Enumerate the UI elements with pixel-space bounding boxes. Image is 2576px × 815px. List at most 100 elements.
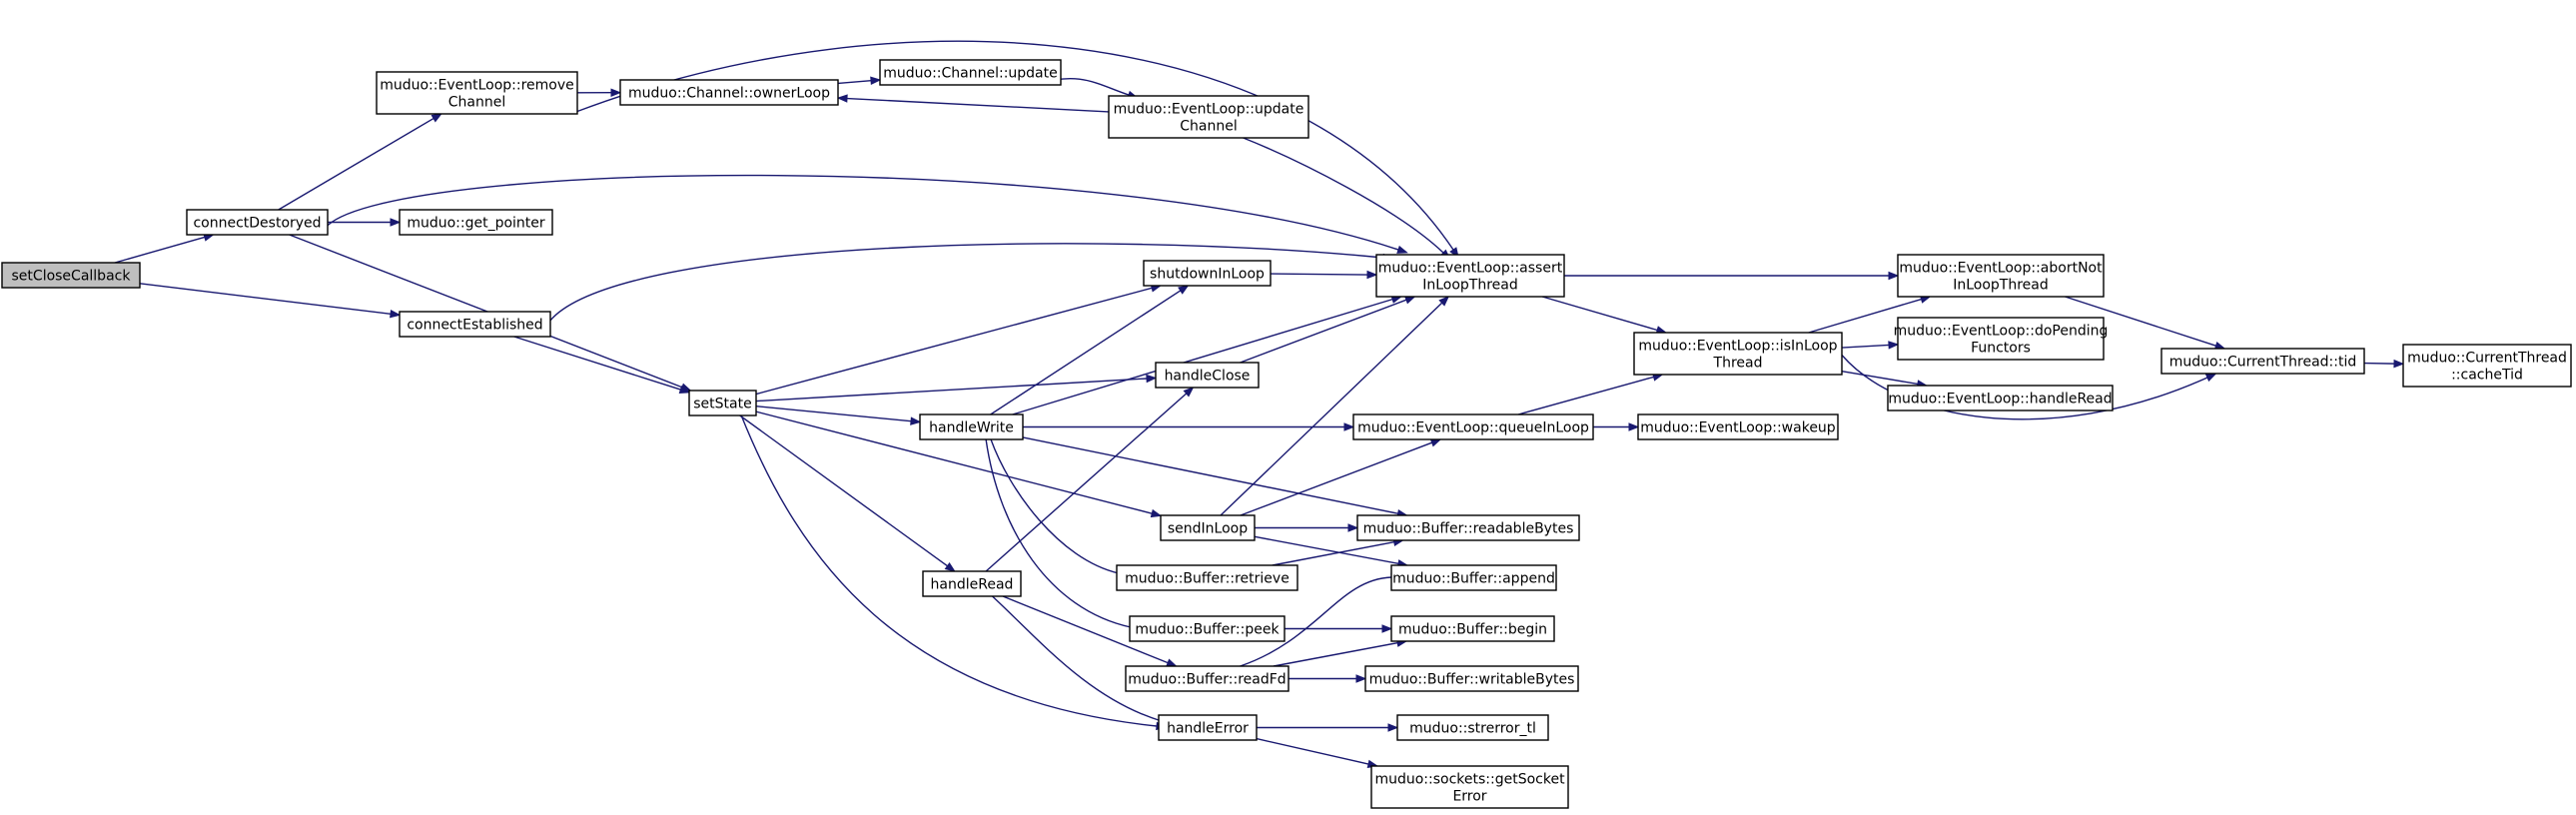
edge-setCloseCallback-to-connectEstablished — [139, 283, 392, 315]
arrowhead-tid-to-cacheTid — [2393, 359, 2405, 369]
node-box-handleError[interactable] — [1158, 714, 1258, 741]
node-label-begin: muduo::Buffer::begin — [1398, 622, 1547, 638]
arrowhead-peek-to-begin — [1381, 624, 1393, 633]
node-readableBytes[interactable]: muduo::Buffer::readableBytes — [1356, 514, 1580, 541]
edge-handleError-to-getSocketError — [1256, 737, 1369, 765]
node-handleWrite[interactable]: handleWrite — [919, 413, 1024, 440]
node-queueInLoop[interactable]: muduo::EventLoop::queueInLoop — [1352, 413, 1594, 440]
node-strerror_tl[interactable]: muduo::strerror_tl — [1396, 714, 1549, 741]
node-box-strerror_tl[interactable] — [1396, 714, 1549, 741]
node-wakeup[interactable]: muduo::EventLoop::wakeup — [1637, 413, 1839, 440]
node-label-setCloseCallback: setCloseCallback — [12, 269, 132, 285]
node-box-connectEstablished[interactable] — [399, 311, 551, 338]
node-connectDestoryed[interactable]: connectDestoryed — [186, 209, 329, 236]
edge-setCloseCallback-to-connectDestoryed — [114, 236, 206, 264]
arrowhead-isInLoopThread-to-doPendingFunctors — [1888, 341, 1900, 350]
node-readFd[interactable]: muduo::Buffer::readFd — [1125, 665, 1289, 692]
node-box-getSocketError[interactable] — [1370, 765, 1569, 809]
node-append[interactable]: muduo::Buffer::append — [1390, 564, 1557, 591]
node-box-updateChannel[interactable] — [1108, 95, 1309, 139]
edge-setState-to-handleRead — [739, 414, 948, 567]
node-writableBytes[interactable]: muduo::Buffer::writableBytes — [1364, 665, 1579, 692]
edge-queueInLoop-to-isInLoopThread — [1517, 376, 1654, 415]
node-box-removeChannel[interactable] — [376, 71, 578, 115]
node-label-writableBytes: muduo::Buffer::writableBytes — [1369, 672, 1575, 688]
node-peek[interactable]: muduo::Buffer::peek — [1129, 615, 1286, 642]
node-box-connectDestoryed[interactable] — [186, 209, 329, 236]
node-label-isInLoopThread-line2: Thread — [1713, 356, 1763, 372]
node-box-writableBytes[interactable] — [1364, 665, 1579, 692]
node-tid[interactable]: muduo::CurrentThread::tid — [2160, 348, 2365, 375]
node-box-begin[interactable] — [1390, 615, 1555, 642]
node-handleError[interactable]: handleError — [1158, 714, 1258, 741]
node-box-get_pointer[interactable] — [399, 209, 553, 236]
edge-isInLoopThread-to-abortNotInLoop — [1808, 298, 1922, 334]
node-box-handleWrite[interactable] — [919, 413, 1024, 440]
node-box-abortNotInLoop[interactable] — [1897, 254, 2105, 298]
node-label-assertInLoop-line2: InLoopThread — [1422, 278, 1518, 294]
arrowhead-connectDestoryed-to-removeChannel — [430, 113, 443, 123]
node-label-doPendingFunctors-line1: muduo::EventLoop::doPending — [1894, 324, 2109, 340]
node-label-doPendingFunctors-line2: Functors — [1971, 341, 2031, 357]
arrowhead-setState-to-sendInLoop — [1150, 508, 1163, 518]
node-box-doPendingFunctors[interactable] — [1897, 317, 2105, 361]
node-box-elHandleRead[interactable] — [1887, 385, 2114, 411]
edge-setState-to-handleError — [740, 414, 1158, 727]
node-box-wakeup[interactable] — [1637, 413, 1839, 440]
edge-sendInLoop-to-assertInLoop — [1220, 302, 1443, 516]
node-box-assertInLoop[interactable] — [1375, 254, 1565, 298]
node-box-append[interactable] — [1390, 564, 1557, 591]
arrowhead-readFd-to-writableBytes — [1355, 674, 1367, 683]
node-box-handleClose[interactable] — [1155, 362, 1260, 389]
edge-setState-to-sendInLoop — [755, 410, 1153, 514]
node-setCloseCallback[interactable]: setCloseCallback — [1, 262, 141, 289]
edge-handleWrite-to-shutdownInLoop — [990, 290, 1182, 415]
node-cacheTid[interactable]: muduo::CurrentThread::cacheTid — [2402, 344, 2572, 388]
node-box-readableBytes[interactable] — [1356, 514, 1580, 541]
node-label-elHandleRead: muduo::EventLoop::handleRead — [1888, 392, 2112, 408]
node-setState[interactable]: setState — [688, 390, 757, 416]
node-elHandleRead[interactable]: muduo::EventLoop::handleRead — [1887, 385, 2114, 411]
node-begin[interactable]: muduo::Buffer::begin — [1390, 615, 1555, 642]
arrowhead-connectDestoryed-to-get_pointer — [390, 218, 402, 227]
node-get_pointer[interactable]: muduo::get_pointer — [399, 209, 553, 236]
node-box-channelUpdate[interactable] — [879, 59, 1062, 86]
edge-setState-to-shutdownInLoop — [755, 287, 1153, 396]
node-label-isInLoopThread-line1: muduo::EventLoop::isInLoop — [1638, 339, 1837, 355]
node-box-cacheTid[interactable] — [2402, 344, 2572, 388]
node-sendInLoop[interactable]: sendInLoop — [1160, 514, 1256, 541]
arrowhead-ownerLoop-to-channelUpdate — [870, 76, 882, 85]
node-box-setCloseCallback[interactable] — [1, 262, 141, 289]
node-ownerLoop[interactable]: muduo::Channel::ownerLoop — [619, 79, 839, 106]
node-box-sendInLoop[interactable] — [1160, 514, 1256, 541]
node-handleClose[interactable]: handleClose — [1155, 362, 1260, 389]
node-retrieve[interactable]: muduo::Buffer::retrieve — [1116, 564, 1298, 591]
node-box-ownerLoop[interactable] — [619, 79, 839, 106]
edge-updateChannel-to-assertInLoop — [1243, 137, 1444, 254]
edge-updateChannel-to-ownerLoop — [846, 97, 1110, 113]
node-handleRead[interactable]: handleRead — [922, 570, 1022, 597]
edge-connectDestoryed-to-removeChannel — [278, 117, 434, 211]
node-box-isInLoopThread[interactable] — [1633, 332, 1843, 376]
node-box-retrieve[interactable] — [1116, 564, 1298, 591]
node-box-shutdownInLoop[interactable] — [1143, 260, 1272, 287]
node-box-setState[interactable] — [688, 390, 757, 416]
node-label-connectDestoryed: connectDestoryed — [193, 216, 321, 232]
node-label-tid: muduo::CurrentThread::tid — [2169, 355, 2357, 371]
node-box-queueInLoop[interactable] — [1352, 413, 1594, 440]
node-channelUpdate[interactable]: muduo::Channel::update — [879, 59, 1062, 86]
node-connectEstablished[interactable]: connectEstablished — [399, 311, 551, 338]
node-box-tid[interactable] — [2160, 348, 2365, 375]
node-box-readFd[interactable] — [1125, 665, 1289, 692]
node-box-handleRead[interactable] — [922, 570, 1022, 597]
node-shutdownInLoop[interactable]: shutdownInLoop — [1143, 260, 1272, 287]
node-box-peek[interactable] — [1129, 615, 1286, 642]
